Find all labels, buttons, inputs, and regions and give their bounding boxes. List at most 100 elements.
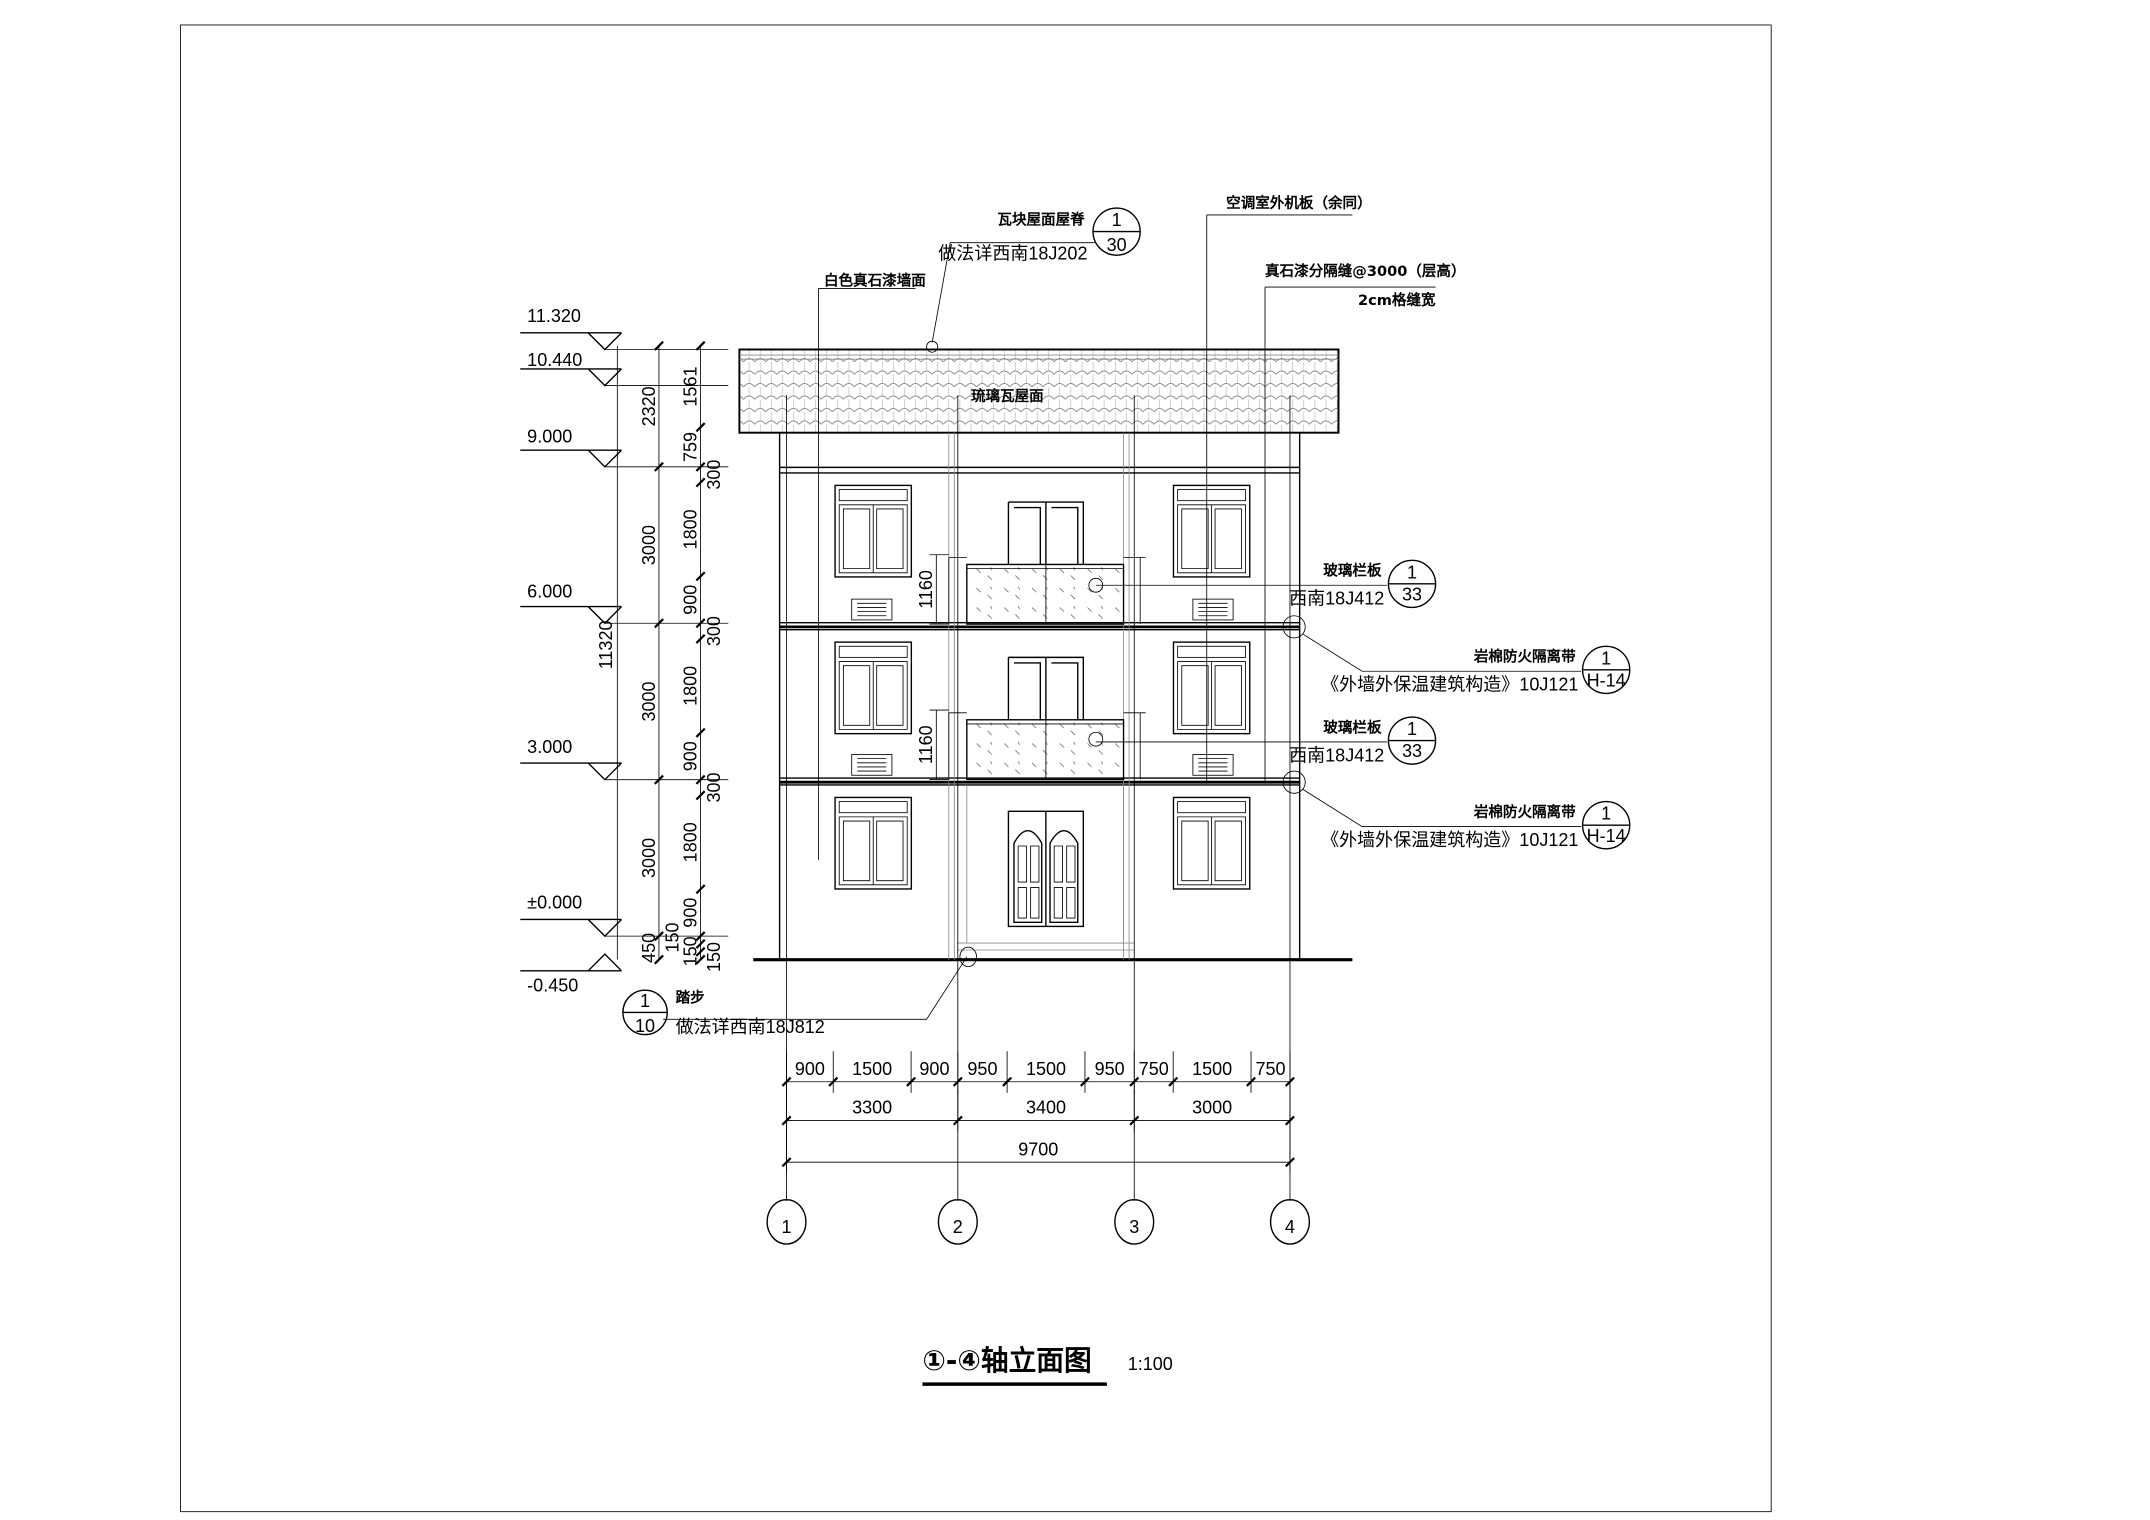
elevation-mark: 11.320 xyxy=(520,306,729,351)
vertical-dim-label: 300 xyxy=(704,460,724,490)
elevation-mark: 6.000 xyxy=(520,582,729,625)
building-elevation xyxy=(738,348,1353,962)
vertical-dim-label: 300 xyxy=(704,772,724,802)
joint-sub-label: 2cm格缝宽 xyxy=(1358,291,1436,309)
ac-board-label: 空调室外机板（余同） xyxy=(1226,194,1371,212)
balconies: 1160 1160 xyxy=(916,501,1146,781)
window xyxy=(1172,484,1251,578)
elevation-mark: 3.000 xyxy=(520,737,729,781)
window xyxy=(834,796,913,890)
balcony: 1160 xyxy=(916,501,1146,625)
horizontal-dim-label: 3000 xyxy=(1192,1098,1232,1118)
elevation-value: ±0.000 xyxy=(527,892,582,912)
callout-title: 玻璃栏板 xyxy=(1323,718,1382,736)
axis-marker-3: 3 xyxy=(1114,395,1155,1245)
vertical-dim-label: 1800 xyxy=(680,509,700,549)
axis-label: 4 xyxy=(1285,1217,1295,1237)
vertical-dim-label: 150 xyxy=(680,936,700,966)
callout-sheet: H-14 xyxy=(1587,826,1626,846)
callout-num: 1 xyxy=(1407,562,1417,582)
axis-marker-4: 4 xyxy=(1269,395,1311,1245)
horizontal-dim-label: 750 xyxy=(1139,1059,1169,1079)
window xyxy=(834,484,913,578)
vertical-dim-label: 450 xyxy=(639,933,659,963)
horizontal-dim-label: 950 xyxy=(967,1059,997,1079)
callout-num: 1 xyxy=(1407,719,1417,739)
callout-sheet: 33 xyxy=(1402,741,1422,761)
callout-num: 1 xyxy=(1601,648,1611,668)
callout-title: 玻璃栏板 xyxy=(1323,562,1382,580)
steps-ref: 做法详西南18J812 xyxy=(676,1017,825,1037)
callout-ref: 《外墙外保温建筑构造》10J121 xyxy=(1321,675,1578,695)
callout-ref: 西南18J412 xyxy=(1289,745,1384,765)
horizontal-dim-label: 750 xyxy=(1255,1059,1285,1079)
roof-ridge-sheet: 30 xyxy=(1107,235,1127,255)
ac-unit-grille xyxy=(851,754,893,776)
vertical-dim-label: 900 xyxy=(680,898,700,928)
vertical-dim-label: 3000 xyxy=(639,525,659,565)
vertical-dim-label: 300 xyxy=(704,616,724,646)
elevation-value: 10.440 xyxy=(527,350,582,370)
vertical-dim-label: 150 xyxy=(704,942,724,972)
vertical-dim-label: 759 xyxy=(680,432,700,462)
steps-sheet: 10 xyxy=(635,1016,655,1036)
balcony-height-dim: 1160 xyxy=(916,570,936,609)
roof-tile-label: 琉璃瓦屋面 xyxy=(971,387,1044,405)
window xyxy=(1172,796,1251,890)
ac-unit-grille xyxy=(1192,598,1234,621)
elevation-mark: 10.440 xyxy=(520,350,729,387)
windows xyxy=(834,484,1251,890)
vertical-dim-label: 900 xyxy=(680,741,700,771)
elevation-value: 9.000 xyxy=(527,426,572,446)
vertical-dimensions: 2320300030003000450156175930018009003001… xyxy=(596,340,724,972)
axis-label: 3 xyxy=(1129,1217,1139,1237)
horizontal-dim-label: 1500 xyxy=(1026,1059,1066,1079)
callout-title: 岩棉防火隔离带 xyxy=(1473,803,1576,821)
drawing-scale: 1:100 xyxy=(1128,1354,1173,1374)
elevation-mark: -0.450 xyxy=(520,953,622,996)
callout-ref: 《外墙外保温建筑构造》10J121 xyxy=(1321,830,1578,850)
drawing-title: ①-④轴立面图 1:100 xyxy=(922,1344,1173,1386)
balcony-height-dim: 1160 xyxy=(916,725,936,764)
vertical-dim-label: 1561 xyxy=(680,366,700,406)
wall-finish-label: 白色真石漆墙面 xyxy=(824,272,926,290)
axis-marker-2: 2 xyxy=(937,395,978,1245)
horizontal-dim-label: 1500 xyxy=(1192,1059,1232,1079)
roof-ridge-title: 瓦块屋面屋脊 xyxy=(997,211,1085,229)
horizontal-dim-label: 900 xyxy=(919,1059,949,1079)
ac-unit-grille xyxy=(851,598,893,621)
horizontal-dim-label: 3300 xyxy=(852,1098,892,1118)
callout-sheet: H-14 xyxy=(1587,670,1626,690)
annotation-fire-band-2: 岩棉防火隔离带《外墙外保温建筑构造》10J121 1H-14 xyxy=(1321,800,1631,850)
callout-sheet: 33 xyxy=(1402,585,1422,605)
vertical-dim-label: 3000 xyxy=(639,838,659,878)
steps-title: 踏步 xyxy=(676,989,705,1007)
elevation-value: -0.450 xyxy=(527,976,578,996)
horizontal-dim-label: 9700 xyxy=(1018,1139,1058,1159)
elevation-mark: ±0.000 xyxy=(520,892,729,938)
callout-ref: 西南18J412 xyxy=(1289,589,1384,609)
elevation-value: 6.000 xyxy=(527,582,572,602)
horizontal-dim-label: 3400 xyxy=(1026,1098,1066,1118)
callouts: 玻璃栏板西南18J412133岩棉防火隔离带《外墙外保温建筑构造》10J1211… xyxy=(1289,559,1631,850)
callout-num: 1 xyxy=(1601,804,1611,824)
axis-marker-1: 1 xyxy=(766,395,807,1245)
annotation-steps: 1 10 踏步 做法详西南18J812 xyxy=(622,989,825,1037)
roof-ridge-num: 1 xyxy=(1112,210,1122,230)
axis-label: 2 xyxy=(953,1217,963,1237)
roof-ridge-ref: 做法详西南18J202 xyxy=(938,243,1087,263)
axis-label: 1 xyxy=(782,1217,792,1237)
window xyxy=(834,641,913,735)
window xyxy=(1172,641,1251,735)
horizontal-dim-label: 950 xyxy=(1095,1059,1125,1079)
horizontal-dim-label: 900 xyxy=(795,1059,825,1079)
vertical-dim-label: 3000 xyxy=(639,681,659,721)
vertical-dim-label: 2320 xyxy=(639,386,659,426)
axis-markers: 1 2 3 4 xyxy=(766,395,1311,1245)
leader-lines xyxy=(663,214,1582,1020)
